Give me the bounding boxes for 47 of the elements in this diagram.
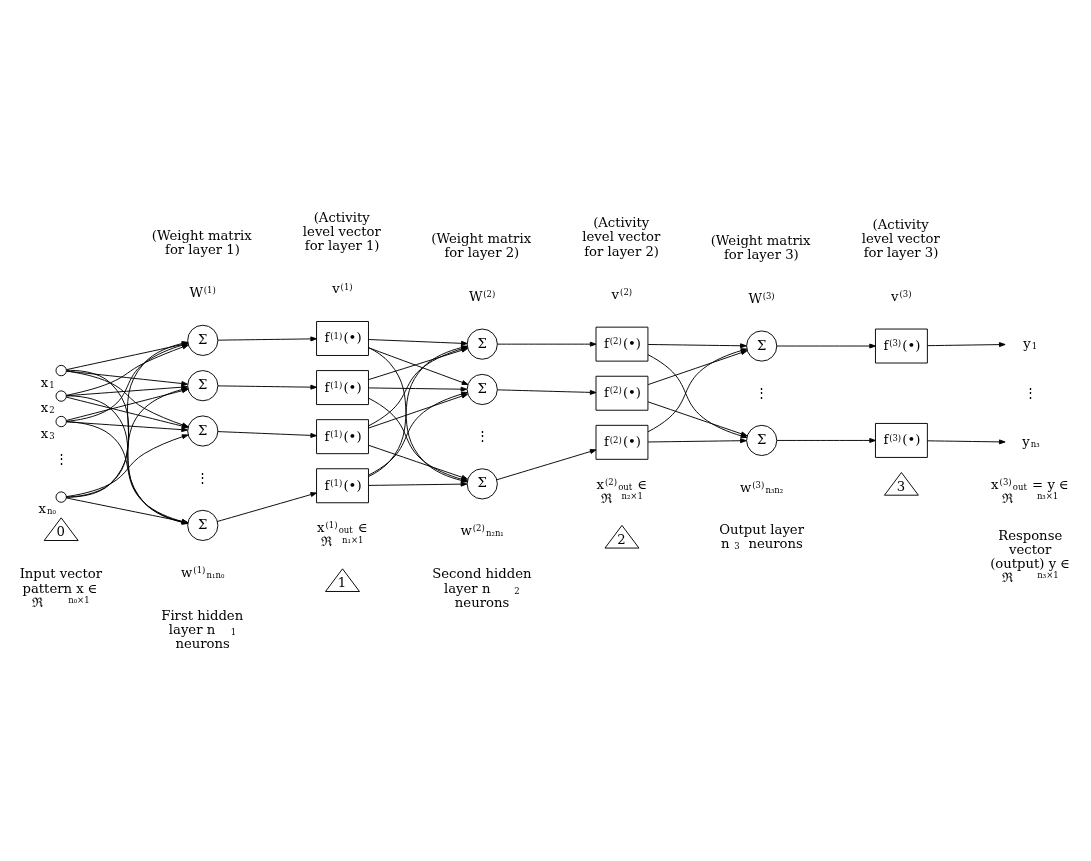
node-circle: Σ (466, 328, 498, 360)
node-circle: Σ (187, 509, 219, 541)
node-label: x3 (40, 425, 55, 441)
arrow (368, 481, 468, 487)
arrow (368, 386, 468, 392)
label: ⋮ (1024, 384, 1038, 400)
node-circle: Σ (466, 373, 498, 405)
label: (Activity level vector for layer 3) (861, 216, 940, 260)
arrow (217, 430, 317, 438)
label: ⋮ (54, 450, 68, 466)
label: (Activity level vector for layer 1) (302, 209, 381, 253)
arrow (776, 343, 876, 348)
node-circle: Σ (187, 414, 219, 447)
label: ⋮ (196, 469, 210, 485)
label: ⋮ (755, 384, 769, 400)
arrow (368, 338, 468, 346)
label: (Weight matrix for layer 2) (431, 230, 532, 260)
node-circle (55, 389, 67, 402)
arrow (217, 384, 317, 390)
node-circle (55, 490, 67, 503)
label: (Weight matrix for layer 3) (710, 232, 811, 262)
node-text: yn₃ (1022, 433, 1040, 449)
node-text: y1 (1023, 335, 1038, 351)
arrow (496, 448, 597, 480)
label: (Activity level vector for layer 2) (582, 214, 661, 259)
arrow (217, 491, 318, 522)
node-label: xn₀ (38, 500, 56, 516)
arrow (496, 388, 597, 395)
node-circle (55, 415, 67, 427)
arrow (647, 437, 747, 443)
arrow (217, 335, 317, 341)
label: ⋮ (475, 427, 489, 443)
arrow (496, 341, 597, 347)
node-circle: Σ (187, 324, 219, 356)
node-label: x1 (40, 374, 55, 390)
arrow (927, 341, 1006, 347)
arrow (65, 433, 189, 497)
node-circle: Σ (187, 369, 219, 401)
arrow (776, 437, 876, 443)
arrow (927, 438, 1006, 444)
node-label: x2 (40, 399, 55, 415)
node-circle: Σ (466, 467, 498, 499)
label: (Weight matrix for layer 1) (151, 227, 252, 257)
node-circle: Σ (746, 424, 778, 456)
node-circle (55, 364, 67, 376)
arrow (647, 342, 747, 348)
node-circle: Σ (746, 329, 778, 362)
